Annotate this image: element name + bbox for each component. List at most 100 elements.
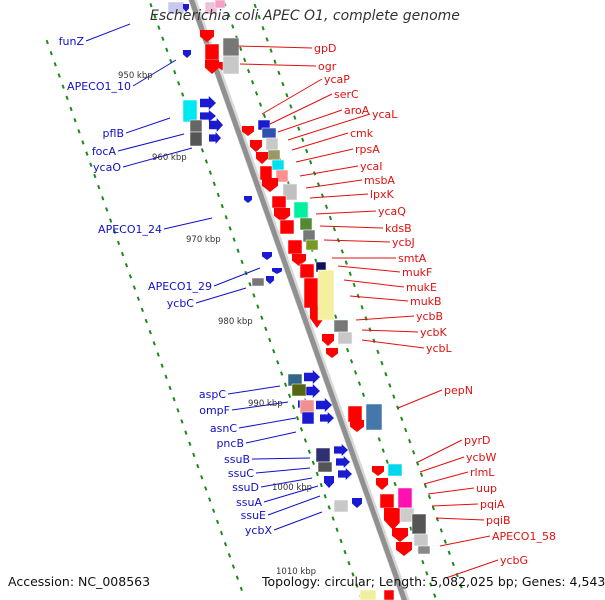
gene-label-ssub: ssuB: [224, 453, 250, 466]
gene-label-pncb: pncB: [216, 437, 244, 450]
leader-line: [445, 559, 499, 579]
gene-block: [359, 589, 377, 600]
leader-line: [427, 487, 475, 495]
tick-mark: [169, 58, 173, 64]
tick-mark: [231, 564, 236, 569]
leader-line: [349, 295, 409, 302]
tick-mark: [331, 516, 335, 521]
gene-arrow: [205, 60, 219, 74]
tick-mark: [215, 519, 220, 525]
gene-label-ssuc: ssuC: [228, 467, 254, 480]
tick-mark: [408, 438, 412, 444]
tick-mark: [148, 329, 152, 335]
tick-mark: [353, 370, 358, 375]
tick-mark: [340, 249, 344, 254]
gene-block: [222, 55, 240, 75]
tick-mark: [305, 148, 309, 154]
tick-mark: [339, 538, 343, 544]
tick-mark: [161, 36, 165, 41]
tick-mark: [77, 129, 81, 134]
tick-mark: [284, 382, 288, 387]
tick-mark: [200, 475, 204, 480]
gene-arrow: [322, 334, 334, 346]
tick-mark: [393, 481, 397, 487]
accession-text: Accession: NC_008563: [8, 574, 151, 589]
gene-block: [383, 589, 395, 600]
tick-mark: [307, 449, 311, 454]
gene-arrow: [392, 528, 408, 542]
gene-arrow: [352, 498, 362, 508]
tick-mark: [344, 260, 348, 265]
gene-block: [189, 119, 203, 133]
gene-label-pepn: pepN: [444, 384, 473, 397]
tick-mark: [254, 91, 259, 96]
gene-block: [365, 403, 383, 431]
gene-arrow: [262, 252, 272, 260]
tick-mark: [204, 486, 208, 491]
gene-label-uup: uup: [476, 482, 497, 495]
gene-features: [167, 0, 431, 600]
tick-mark: [168, 385, 172, 391]
tick-mark: [184, 430, 188, 435]
tick-mark: [149, 3, 153, 8]
tick-mark: [212, 181, 216, 186]
tick-mark: [164, 374, 168, 380]
gene-arrow: [376, 478, 388, 490]
leader-line: [431, 503, 479, 507]
leader-line: [261, 78, 323, 115]
gene-label-pqib: pqiB: [486, 514, 511, 527]
gene-label-ycbl: ycbL: [426, 342, 453, 355]
gene-block: [299, 217, 313, 231]
leader-line: [85, 23, 131, 42]
tick-mark: [348, 271, 352, 276]
tick-mark: [253, 3, 257, 9]
gene-arrow: [183, 4, 189, 12]
gene-label-ssua: ssuA: [236, 496, 262, 509]
gene-label-gpd: gpD: [314, 42, 336, 55]
leader-line: [337, 265, 401, 273]
leader-line: [323, 239, 391, 243]
gene-label-ycbj: ycbJ: [392, 236, 415, 249]
tick-mark: [309, 159, 313, 165]
tick-mark: [257, 14, 261, 20]
leader-line: [227, 385, 281, 395]
leader-line: [439, 535, 491, 547]
tick-mark: [49, 50, 53, 56]
gene-block: [301, 411, 315, 425]
gene-block: [317, 269, 335, 321]
tick-mark: [277, 70, 281, 76]
tick-mark: [343, 549, 347, 555]
tick-mark: [256, 304, 260, 309]
tick-mark: [220, 203, 224, 209]
tick-mark: [415, 461, 420, 466]
tick-mark: [101, 196, 105, 201]
gene-arrow: [244, 196, 252, 203]
gene-block: [287, 239, 303, 255]
leader-line: [419, 456, 465, 473]
scale-label: 990 kbp: [248, 399, 283, 409]
leader-line: [255, 467, 311, 474]
tick-mark: [231, 24, 235, 29]
tick-mark: [258, 102, 263, 107]
gene-block: [397, 487, 413, 509]
tick-mark: [384, 372, 388, 377]
tick-mark: [165, 47, 169, 53]
gene-label-serc: serC: [334, 88, 359, 101]
gene-arrow: [324, 476, 334, 488]
gene-block: [417, 545, 431, 555]
gene-label-rlml: rlmL: [470, 466, 495, 479]
gene-arrow: [372, 466, 384, 476]
gene-arrow: [262, 178, 278, 192]
tick-mark: [176, 408, 180, 413]
tick-mark: [392, 394, 396, 399]
gene-block: [214, 0, 226, 9]
gene-label-mukf: mukF: [402, 266, 432, 279]
tick-mark: [93, 173, 97, 179]
tick-mark: [152, 341, 156, 346]
tick-mark: [216, 192, 220, 198]
tick-mark: [311, 460, 315, 465]
gene-arrow: [320, 412, 334, 424]
tick-mark: [346, 347, 350, 353]
gene-label-apeco1_29: APECO1_29: [148, 280, 212, 293]
gene-block: [293, 201, 309, 219]
